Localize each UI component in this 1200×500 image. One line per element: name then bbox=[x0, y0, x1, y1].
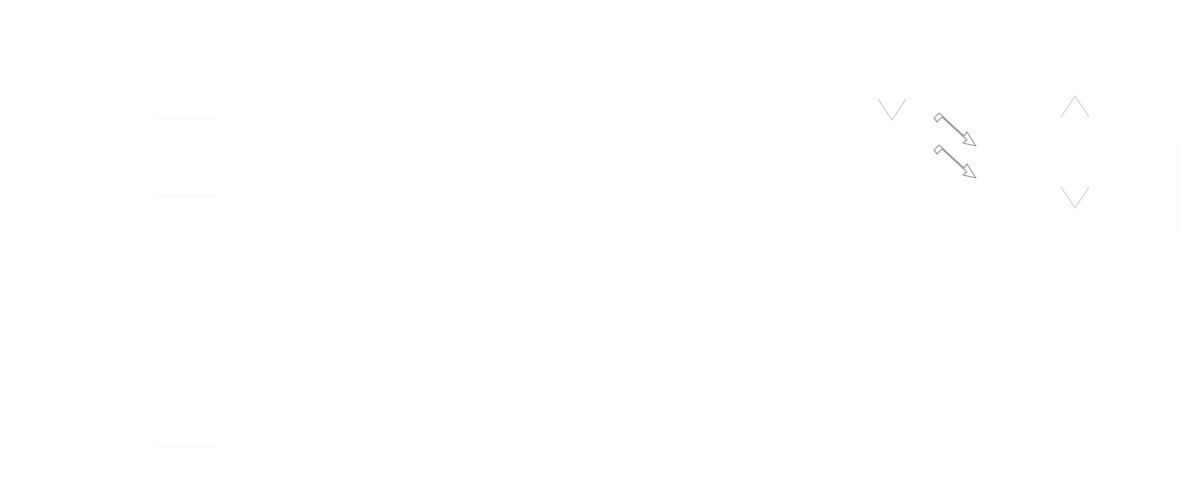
diagonal-arrow-icon bbox=[933, 144, 977, 179]
move-right-button[interactable] bbox=[930, 108, 982, 184]
panel-divider bbox=[156, 446, 216, 447]
diagonal-arrow-icon bbox=[933, 112, 977, 147]
chevron-down-icon[interactable] bbox=[876, 96, 908, 124]
panel-divider bbox=[156, 118, 216, 119]
chevron-down-icon[interactable] bbox=[1058, 184, 1092, 212]
source-list-panel bbox=[156, 118, 216, 448]
scrollbar-track[interactable] bbox=[1174, 142, 1182, 232]
chevron-up-icon[interactable] bbox=[1058, 92, 1092, 120]
panel-divider bbox=[156, 196, 216, 197]
